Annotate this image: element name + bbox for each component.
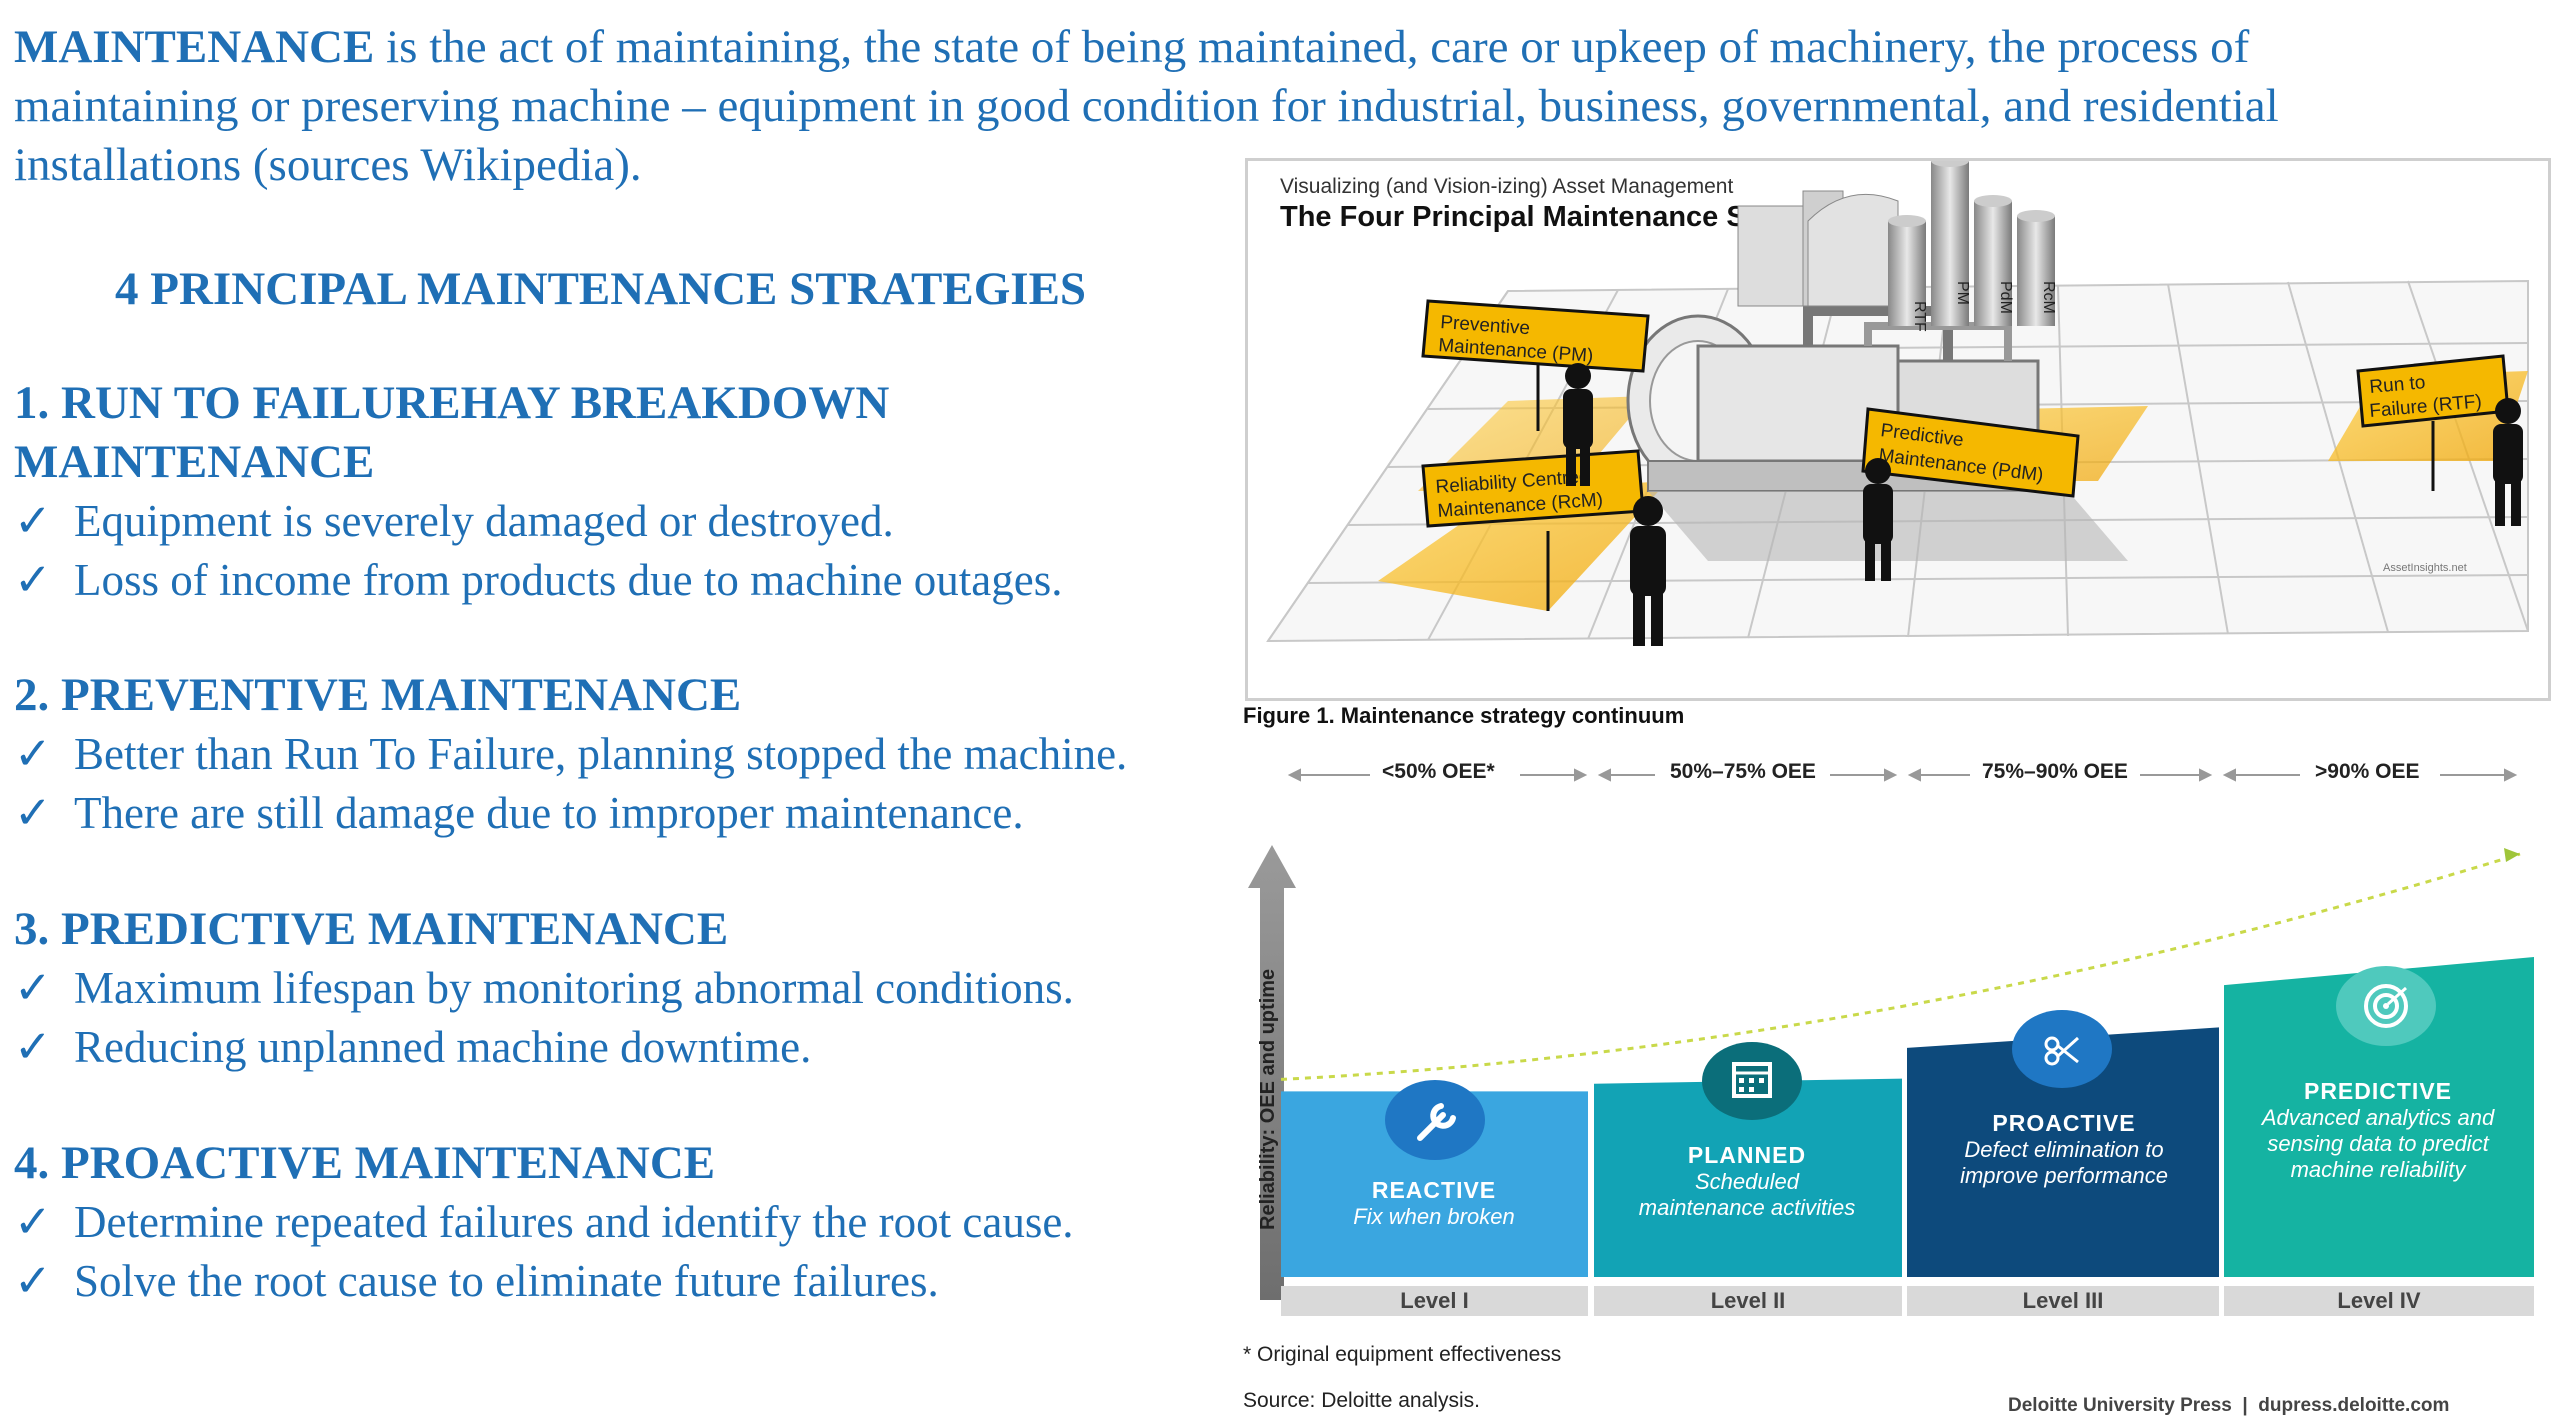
list-item: ✓Equipment is severely damaged or destro…	[14, 492, 1063, 551]
illustration-credit: AssetInsights.net	[2383, 562, 2467, 574]
section-run-to-failure: 1. RUN TO FAILUREHAY BREAKDOWN MAINTENAN…	[14, 374, 1063, 610]
people-silhouettes	[1563, 363, 2523, 646]
source-note: Source: Deloitte analysis.	[1243, 1389, 1480, 1412]
check-icon: ✓	[14, 1197, 52, 1247]
section-title: 1. RUN TO FAILUREHAY BREAKDOWN	[14, 377, 890, 429]
section-title: 4. PROACTIVE MAINTENANCE	[14, 1137, 716, 1189]
footnote: * Original equipment effectiveness	[1243, 1343, 1562, 1366]
y-axis-label: Reliability: OEE and uptime	[1257, 969, 1279, 1230]
level-4-text: PREDICTIVE Advanced analytics and sensin…	[2261, 1078, 2495, 1182]
list-item: ✓Maximum lifespan by monitoring abnormal…	[14, 959, 1074, 1018]
cylinder-label: RTF	[1911, 301, 1928, 332]
check-icon: ✓	[14, 1256, 52, 1306]
level-2-label: Level II	[1594, 1286, 1902, 1316]
check-icon: ✓	[14, 729, 52, 779]
strategies-heading: 4 PRINCIPAL MAINTENANCE STRATEGIES	[115, 263, 1087, 315]
list-item: ✓Reducing unplanned machine downtime.	[14, 1018, 1074, 1077]
target-icon	[2336, 966, 2436, 1046]
level-column	[1907, 1027, 2219, 1277]
level-1-label: Level I	[1281, 1286, 1588, 1316]
trend-line	[1280, 852, 2521, 1081]
level-column	[1594, 1078, 1902, 1277]
oee-arrows	[1287, 768, 2518, 782]
wrench-icon	[1385, 1080, 1485, 1160]
sign-predictive: Predictive Maintenance (PdM)	[1861, 407, 2080, 498]
section-title: 3. PREDICTIVE MAINTENANCE	[14, 903, 729, 955]
section-proactive: 4. PROACTIVE MAINTENANCE ✓Determine repe…	[14, 1134, 1074, 1311]
intro-line1: is the act of maintaining, the state of …	[374, 21, 2250, 73]
scissors-icon	[2012, 1010, 2112, 1088]
sign-run-to-failure: Run to Failure (RTF)	[2356, 354, 2510, 491]
publisher-credit: Deloitte University Press | dupress.delo…	[2008, 1395, 2450, 1416]
level-3-text: PROACTIVE Defect elimination to improve …	[1960, 1110, 2168, 1188]
intro-paragraph: MAINTENANCE is the act of maintaining, t…	[14, 18, 2414, 195]
level-4-label: Level IV	[2224, 1286, 2534, 1316]
continuum-chart: Reliability: OEE and uptime	[1248, 845, 2534, 1300]
list-item: ✓Solve the root cause to eliminate futur…	[14, 1252, 1074, 1311]
strategy-cylinders: RTF PM PdM RcM	[1888, 161, 2057, 332]
check-icon: ✓	[14, 788, 52, 838]
office-building	[1737, 190, 1899, 307]
svg-text:Run to: Run to	[2369, 372, 2427, 398]
cylinder-label: RcM	[2040, 281, 2057, 314]
sign-preventive: Preventive Maintenance (PM)	[1421, 299, 1650, 431]
trend-arrowhead	[2504, 848, 2520, 862]
strategies-illustration: Visualizing (and Vision-izing) Asset Man…	[1245, 158, 2551, 701]
list-item: ✓There are still damage due to improper …	[14, 784, 1127, 843]
oee-range-2: 50%–75% OEE	[1670, 760, 1816, 783]
intro-line3: installations (sources Wikipedia).	[14, 139, 642, 191]
calendar-icon	[1702, 1042, 1802, 1120]
figure-subtitle: Visualizing (and Vision-izing) Asset Man…	[1280, 175, 1734, 198]
section-title: 2. PREVENTIVE MAINTENANCE	[14, 669, 742, 721]
oee-range-4: >90% OEE	[2315, 760, 2420, 783]
intro-line2: maintaining or preserving machine – equi…	[14, 80, 2279, 132]
level-column	[2224, 957, 2534, 1277]
cylinder-label: PdM	[1997, 281, 2014, 314]
figure-caption: Figure 1. Maintenance strategy continuum	[1243, 703, 1685, 728]
level-3-label: Level III	[1907, 1286, 2219, 1316]
oee-range-3: 75%–90% OEE	[1982, 760, 2128, 783]
section-predictive: 3. PREDICTIVE MAINTENANCE ✓Maximum lifes…	[14, 900, 1074, 1077]
level-1-text: REACTIVE Fix when broken	[1353, 1177, 1515, 1229]
section-title-cont: MAINTENANCE	[14, 436, 375, 488]
illustration-drawing: RTF PM PdM RcM Preventive Maintenance (P…	[1266, 161, 2529, 646]
level-2-text: PLANNED Scheduled maintenance activities	[1638, 1142, 1856, 1220]
oee-range-1: <50% OEE*	[1382, 760, 1495, 783]
list-item: ✓Determine repeated failures and identif…	[14, 1193, 1074, 1252]
section-preventive: 2. PREVENTIVE MAINTENANCE ✓Better than R…	[14, 666, 1127, 843]
list-item: ✓Better than Run To Failure, planning st…	[14, 725, 1127, 784]
cylinder-label: PM	[1954, 281, 1971, 305]
level-column	[1281, 1091, 1588, 1277]
check-icon: ✓	[14, 1022, 52, 1072]
check-icon: ✓	[14, 555, 52, 605]
check-icon: ✓	[14, 496, 52, 546]
intro-term: MAINTENANCE	[14, 21, 375, 73]
list-item: ✓Loss of income from products due to mac…	[14, 551, 1063, 610]
check-icon: ✓	[14, 963, 52, 1013]
